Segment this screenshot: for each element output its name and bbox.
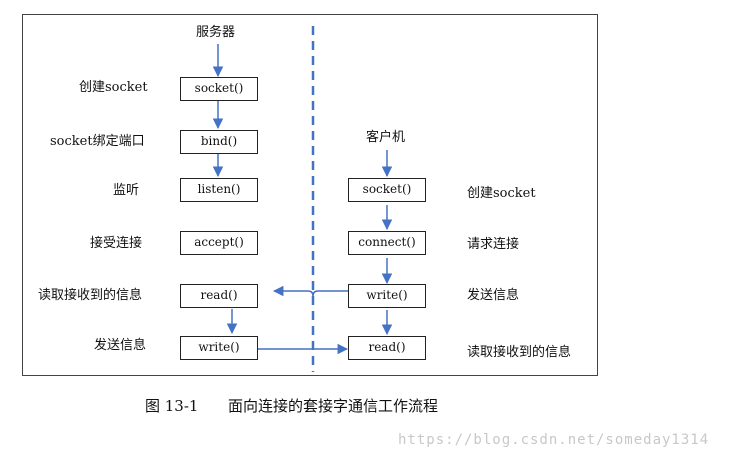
server-step-label-read: 读取接收到的信息	[38, 288, 143, 303]
figure-number: 图 13-1	[145, 397, 199, 415]
server-step-label-create-socket: 创建socket	[79, 80, 148, 95]
figure-caption: 图 13-1 面向连接的套接字通信工作流程	[145, 395, 438, 416]
client-title: 客户机	[366, 130, 406, 145]
server-socket-box: socket()	[180, 77, 258, 101]
server-step-label-listen: 监听	[113, 183, 140, 198]
server-accept-box: accept()	[180, 231, 258, 255]
client-step-label-connect: 请求连接	[467, 237, 520, 252]
server-read-box: read()	[180, 284, 258, 308]
server-listen-box: listen()	[180, 178, 258, 202]
arrow-client-write-to-server-read	[272, 285, 349, 297]
server-step-label-accept: 接受连接	[90, 236, 143, 251]
diagram-frame	[22, 14, 598, 376]
server-bind-box: bind()	[180, 130, 258, 154]
client-connect-box: connect()	[348, 231, 426, 255]
watermark: https://blog.csdn.net/someday1314	[398, 432, 710, 448]
client-write-box: write()	[348, 284, 426, 308]
client-step-label-read: 读取接收到的信息	[467, 345, 572, 360]
server-step-label-bind-port: socket绑定端口	[50, 134, 145, 149]
server-title: 服务器	[196, 25, 236, 40]
client-socket-box: socket()	[348, 178, 426, 202]
client-step-label-send: 发送信息	[467, 288, 520, 303]
figure-title: 面向连接的套接字通信工作流程	[228, 397, 439, 415]
server-write-box: write()	[180, 336, 258, 360]
client-step-label-create-socket: 创建socket	[467, 186, 536, 201]
server-step-label-send: 发送信息	[94, 338, 147, 353]
client-read-box: read()	[348, 336, 426, 360]
